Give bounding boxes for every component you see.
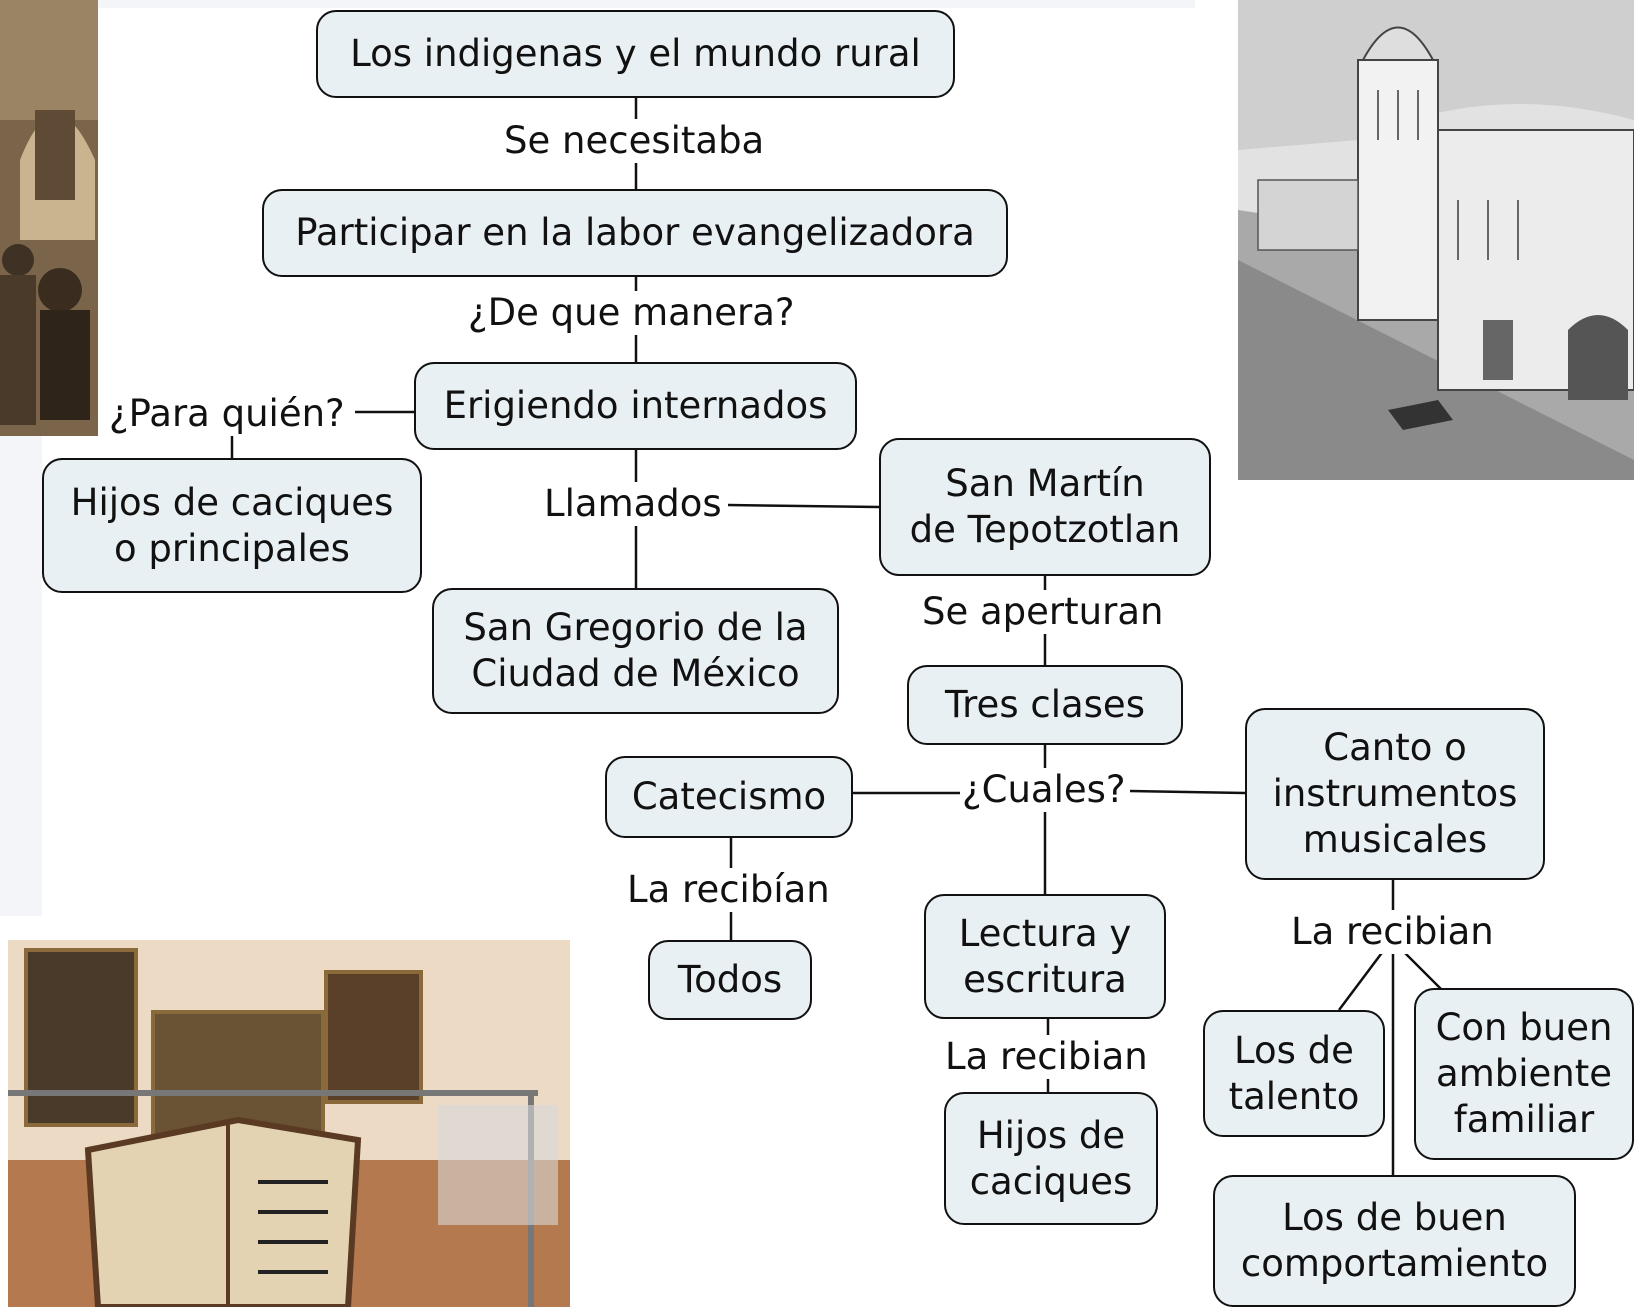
link-label-para-quien: ¿Para quién? bbox=[107, 392, 347, 436]
concept-node-indigenas: Los indigenas y el mundo rural bbox=[316, 10, 955, 98]
concept-node-talento: Los de talento bbox=[1203, 1010, 1385, 1137]
concept-node-tres-clases: Tres clases bbox=[907, 665, 1183, 745]
concept-node-todos: Todos bbox=[648, 940, 812, 1020]
concept-node-canto: Canto o instrumentos musicales bbox=[1245, 708, 1545, 880]
concept-node-buen-ambiente: Con buen ambiente familiar bbox=[1414, 988, 1634, 1160]
link-label-la-recibian-catecismo: La recibían bbox=[625, 868, 832, 912]
concept-node-catecismo: Catecismo bbox=[605, 756, 853, 838]
concept-node-hijos-caciques-principales: Hijos de caciques o principales bbox=[42, 458, 422, 593]
link-label-la-recibian-lectura: La recibian bbox=[943, 1035, 1150, 1079]
mural-photo bbox=[0, 0, 98, 436]
concept-node-san-gregorio: San Gregorio de la Ciudad de México bbox=[432, 588, 839, 714]
background-strip-top bbox=[95, 0, 1195, 8]
concept-node-buen-comportamiento: Los de buen comportamiento bbox=[1213, 1175, 1576, 1307]
museum-choir-book-photo bbox=[8, 940, 570, 1307]
concept-node-participar: Participar en la labor evangelizadora bbox=[262, 189, 1008, 277]
background-strip-left bbox=[0, 416, 42, 916]
link-label-llamados: Llamados bbox=[542, 482, 724, 526]
link-label-cuales: ¿Cuales? bbox=[960, 768, 1128, 812]
concept-node-lectura: Lectura y escritura bbox=[924, 894, 1166, 1019]
concept-node-san-martin: San Martín de Tepotzotlan bbox=[879, 438, 1211, 576]
concept-node-hijos-caciques: Hijos de caciques bbox=[944, 1092, 1158, 1225]
link-label-se-necesitaba: Se necesitaba bbox=[502, 119, 767, 163]
link-label-se-aperturan: Se aperturan bbox=[920, 590, 1166, 634]
concept-node-internados: Erigiendo internados bbox=[414, 362, 857, 450]
link-label-de-que-manera: ¿De que manera? bbox=[466, 291, 797, 335]
church-engraving-photo bbox=[1238, 0, 1634, 480]
link-label-la-recibian-canto: La recibian bbox=[1289, 910, 1496, 954]
